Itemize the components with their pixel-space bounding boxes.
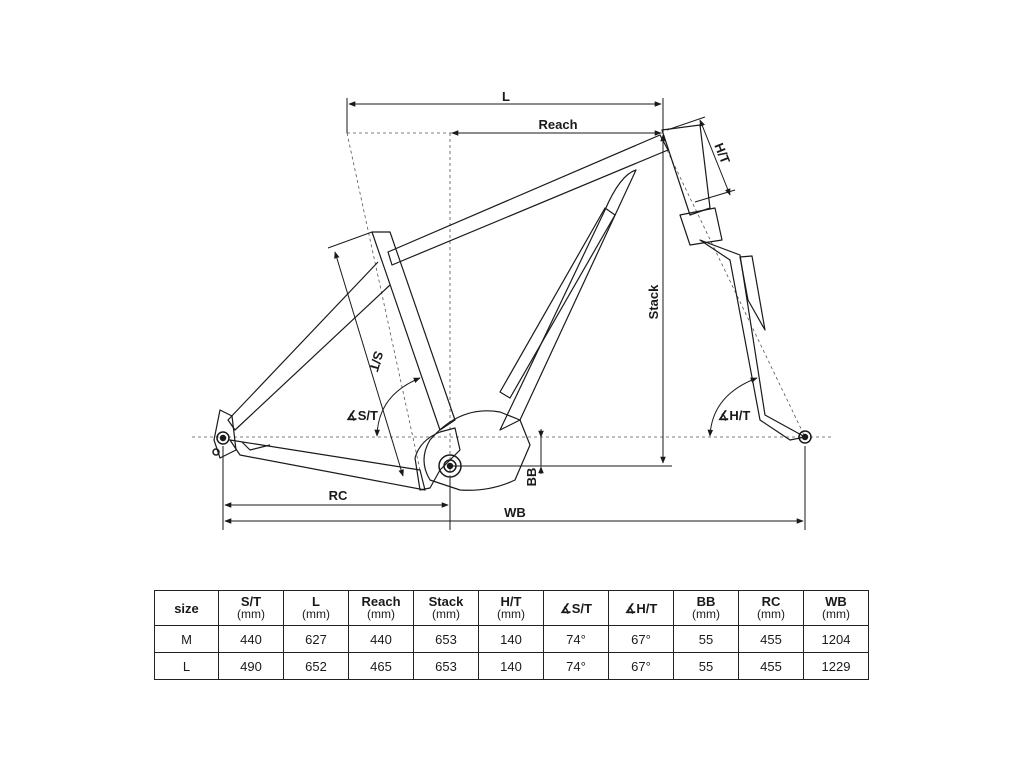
table-cell: 140 xyxy=(478,625,544,653)
frame-geometry-diagram: L Reach Stack H/T S/T ∡S/T ∡H/T BB RC WB xyxy=(192,89,832,530)
header-wb: WB(mm) xyxy=(803,590,869,626)
header-st: S/T(mm) xyxy=(218,590,284,626)
table-cell: 440 xyxy=(348,625,414,653)
front-axle xyxy=(798,430,812,444)
header-label: S/T xyxy=(240,594,262,609)
table-cell: M xyxy=(154,625,219,653)
table-cell: 653 xyxy=(413,625,479,653)
header-label: ∡H/T xyxy=(624,600,658,616)
table-cell: 55 xyxy=(673,625,739,653)
header-unit: (mm) xyxy=(367,607,395,621)
header-reach: Reach(mm) xyxy=(348,590,414,626)
header-label: L xyxy=(312,594,320,609)
label-st: S/T xyxy=(366,349,386,373)
header-size: size xyxy=(154,590,219,626)
label-l: L xyxy=(502,89,510,104)
table-cell: 1204 xyxy=(803,625,869,653)
table-cell: 55 xyxy=(673,652,739,680)
label-ht: H/T xyxy=(711,141,733,166)
header-label: WB xyxy=(825,594,847,609)
rear-axle xyxy=(212,431,230,456)
header-unit: (mm) xyxy=(692,607,720,621)
header-unit: (mm) xyxy=(237,607,265,621)
table-cell: 1229 xyxy=(803,652,869,680)
table-cell: L xyxy=(154,652,219,680)
header-unit: (mm) xyxy=(432,607,460,621)
table-cell: 67° xyxy=(608,652,674,680)
header-label: ∡S/T xyxy=(560,600,592,616)
header-label: size xyxy=(174,600,199,616)
header-angle-ht: ∡H/T xyxy=(608,590,674,626)
table-cell: 440 xyxy=(218,625,284,653)
table-cell: 652 xyxy=(283,652,349,680)
bike-frame xyxy=(213,124,806,491)
label-rc: RC xyxy=(329,488,348,503)
header-angle-st: ∡S/T xyxy=(543,590,609,626)
header-unit: (mm) xyxy=(302,607,330,621)
header-ht: H/T(mm) xyxy=(478,590,544,626)
table-cell: 140 xyxy=(478,652,544,680)
table-cell: 490 xyxy=(218,652,284,680)
table-cell: 74° xyxy=(543,652,609,680)
header-label: RC xyxy=(761,594,781,609)
dimension-lines xyxy=(222,98,806,530)
label-angle-ht: ∡H/T xyxy=(718,408,751,423)
header-rc: RC(mm) xyxy=(738,590,804,626)
header-unit: (mm) xyxy=(822,607,850,621)
table-cell: 653 xyxy=(413,652,479,680)
header-stack: Stack(mm) xyxy=(413,590,479,626)
geometry-table: size S/T(mm) L(mm) Reach(mm) Stack(mm) H… xyxy=(154,590,869,680)
reference-lines xyxy=(192,132,832,515)
table-row: M 440 627 440 653 140 74° 67° 55 455 120… xyxy=(154,625,869,653)
header-label: Reach xyxy=(361,594,401,609)
table-row: L 490 652 465 653 140 74° 67° 55 455 122… xyxy=(154,652,869,680)
table-cell: 627 xyxy=(283,625,349,653)
header-bb: BB(mm) xyxy=(673,590,739,626)
table-cell: 455 xyxy=(738,652,804,680)
table-cell: 67° xyxy=(608,625,674,653)
header-label: H/T xyxy=(500,594,522,609)
label-bb: BB xyxy=(524,468,539,487)
header-unit: (mm) xyxy=(497,607,525,621)
header-unit: (mm) xyxy=(757,607,785,621)
table-cell: 74° xyxy=(543,625,609,653)
label-wb: WB xyxy=(504,505,526,520)
label-angle-st: ∡S/T xyxy=(346,408,378,423)
header-l: L(mm) xyxy=(283,590,349,626)
header-label: Stack xyxy=(428,594,464,609)
table-header-row: size S/T(mm) L(mm) Reach(mm) Stack(mm) H… xyxy=(154,590,869,626)
table-cell: 455 xyxy=(738,625,804,653)
table-cell: 465 xyxy=(348,652,414,680)
label-stack: Stack xyxy=(646,284,661,319)
label-reach: Reach xyxy=(538,117,577,132)
header-label: BB xyxy=(696,594,716,609)
